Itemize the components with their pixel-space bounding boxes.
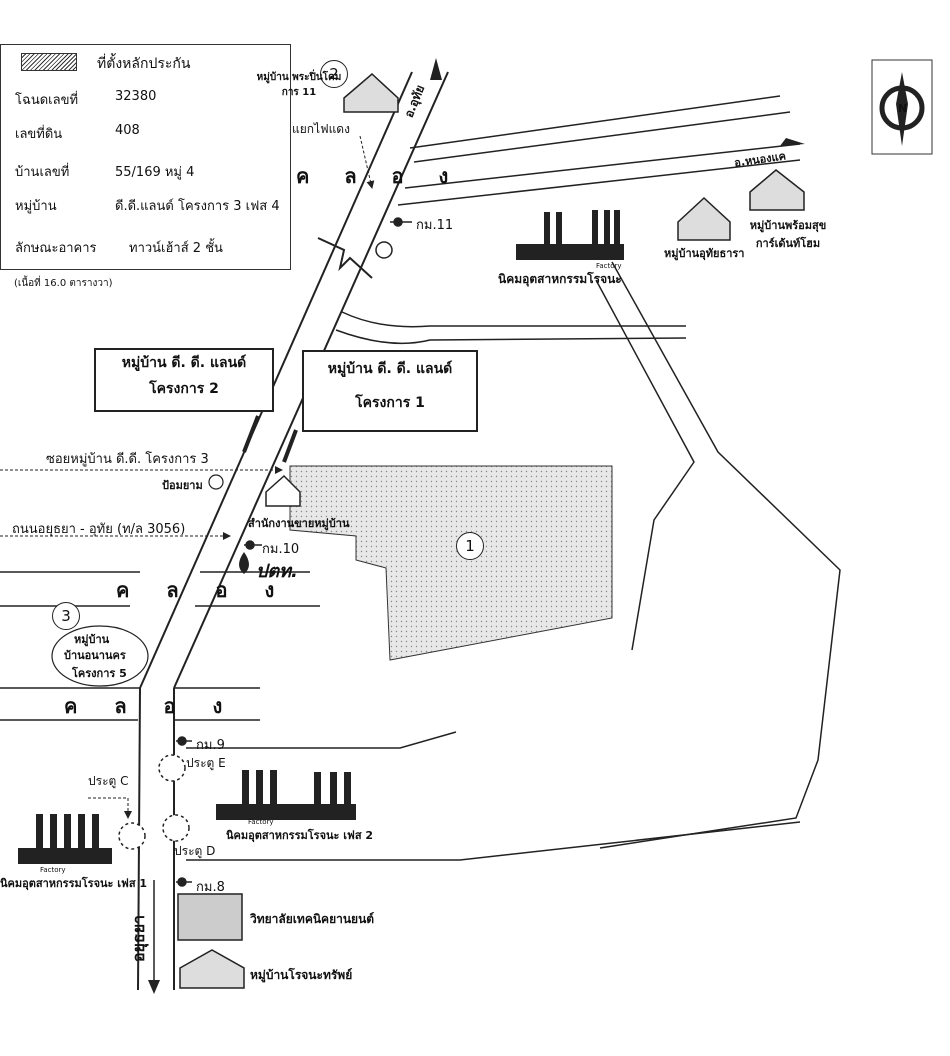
label-soi-dd3: ซอยหมู่บ้าน ดี.ดี. โครงการ 3 xyxy=(46,452,209,467)
area-note: (เนื้อที่ 16.0 ตารางวา) xyxy=(14,278,113,289)
row-value-building: ทาวน์เฮ้าส์ 2 ชั้น xyxy=(129,241,223,256)
label-tech-college: วิทยาลัยเทคนิคยานยนต์ xyxy=(250,912,375,926)
police-box-icon xyxy=(208,474,224,490)
label-km9: กม.9 xyxy=(196,738,225,753)
label-anan-3: โครงการ 5 xyxy=(72,667,127,680)
estate-road xyxy=(186,261,841,861)
row-label-deed: โฉนดเลขที่ xyxy=(15,93,79,108)
factory-text-top: Factory xyxy=(596,262,622,270)
south-arrow xyxy=(148,980,160,994)
label-km8: กม.8 xyxy=(196,880,225,895)
canal-mid: ค ล อ ง xyxy=(116,578,275,602)
label-km11: กม.11 xyxy=(416,218,454,233)
mid-road xyxy=(335,311,687,345)
water-tower-icon xyxy=(375,241,393,259)
label-sales-office: สำนักงานขายหมู่บ้าน xyxy=(248,517,350,530)
row-label-building: ลักษณะอาคาร xyxy=(15,241,97,256)
road-north-arrow xyxy=(430,58,442,80)
factory-text-1: Factory xyxy=(40,866,66,874)
row-value-house: 55/169 หมู่ 4 xyxy=(115,165,195,180)
row-value-deed: 32380 xyxy=(115,89,157,104)
row-label-land: เลขที่ดิน xyxy=(15,127,63,142)
dd-project-2-sub: โครงการ 2 xyxy=(149,381,219,397)
house-icon xyxy=(177,72,805,989)
label-gate-d: ประตู D xyxy=(174,844,216,858)
dd-project-2-title: หมู่บ้าน ดี. ดี. แลนด์ xyxy=(121,355,247,371)
legend-hatch-swatch xyxy=(21,53,77,71)
dd-project-1-sub: โครงการ 1 xyxy=(355,395,425,411)
compass-n: N xyxy=(898,102,908,115)
label-gate-c: ประตู C xyxy=(88,774,129,788)
property-parcel xyxy=(289,465,613,661)
canal-low: ค ล อ ง xyxy=(64,694,223,718)
km-posts xyxy=(176,217,412,887)
factory-text-2: Factory xyxy=(248,818,274,826)
label-police-box: ป้อมยาม xyxy=(162,479,203,492)
ptt-flame-icon xyxy=(239,552,249,574)
dd-project-1-box: หมู่บ้าน ดี. ดี. แลนด์ โครงการ 1 xyxy=(302,350,478,432)
anan-village-oval xyxy=(51,625,149,687)
canal-top: ค ล อ ง xyxy=(296,164,449,188)
east-roads xyxy=(397,95,801,206)
label-rojana-phase1: นิคมอุตสาหกรรมโรจนะ เฟส 1 xyxy=(0,877,148,890)
label-rojana-sap: หมู่บ้านโรจนะทรัพย์ xyxy=(250,968,353,982)
marker-3: 3 xyxy=(52,602,80,630)
label-uthai-thara: หมู่บ้านอุทัยธารา xyxy=(664,247,745,260)
project-road-ticks xyxy=(242,415,298,463)
label-gate-e: ประตู E xyxy=(186,756,226,770)
row-label-house: บ้านเลขที่ xyxy=(15,165,70,180)
property-info-box: ที่ตั้งหลักประกัน โฉนดเลขที่ 32380 เลขที… xyxy=(0,44,291,270)
label-anan-2: บ้านอนานคร xyxy=(64,649,126,662)
row-value-land: 408 xyxy=(115,123,140,138)
canals xyxy=(0,571,320,721)
label-anan-1: หมู่บ้าน xyxy=(74,633,110,646)
factory-icon xyxy=(18,210,624,864)
label-ayutthaya: อยุธยา xyxy=(129,914,149,963)
row-value-village: ดี.ดี.แลนด์ โครงการ 3 เฟส 4 xyxy=(115,199,280,214)
label-rojana-phase2: นิคมอุตสาหกรรมโรจนะ เฟส 2 xyxy=(226,829,374,842)
label-road-ayutthaya-uthai: ถนนอยุธยา - อุทัย (ท/ล 3056) xyxy=(12,522,186,537)
marker-1: 1 xyxy=(456,532,484,560)
label-traffic-light: แยกไฟแดง xyxy=(292,122,350,136)
row-label-village: หมู่บ้าน xyxy=(15,199,57,214)
roundabouts xyxy=(118,754,190,850)
label-phromsuk: หมู่บ้านพร้อมสุข การ์เด้นท์โฮม xyxy=(749,219,827,250)
dd-project-1-title: หมู่บ้าน ดี. ดี. แลนด์ xyxy=(327,361,453,377)
leader-lines xyxy=(0,135,375,819)
label-km10: กม.10 xyxy=(262,542,300,557)
legend-title: ที่ตั้งหลักประกัน xyxy=(97,56,191,72)
label-rojana-estate: นิคมอุตสาหกรรมโรจนะ xyxy=(498,272,622,286)
dd-project-2-box: หมู่บ้าน ดี. ดี. แลนด์ โครงการ 2 xyxy=(94,348,274,412)
nongkhae-arrow xyxy=(780,138,805,146)
power-line xyxy=(317,237,373,279)
label-village-11: หมู่บ้าน พระปิ่นโคมการ 11 xyxy=(256,72,342,98)
marker-2: 2 xyxy=(320,60,348,88)
compass xyxy=(871,59,933,155)
label-ptt: ปตท. xyxy=(256,561,298,582)
